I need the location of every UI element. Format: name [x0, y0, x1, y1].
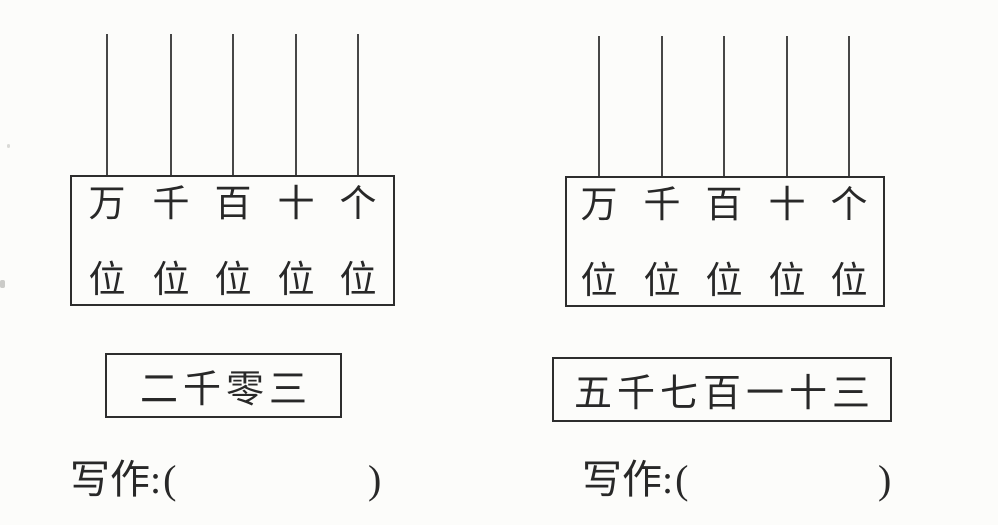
place-suffix-label: 位 [214, 260, 252, 301]
open-paren: :( [150, 457, 179, 502]
place-column: 个 位 [334, 177, 382, 304]
place-unit-label: 万 [580, 185, 618, 226]
close-paren: ) [878, 457, 892, 502]
place-column: 十 位 [763, 178, 811, 305]
number-words-box: 五千七百一十三 [552, 357, 892, 422]
place-unit-label: 百 [214, 184, 252, 225]
place-rod [723, 36, 725, 177]
place-suffix-label: 位 [152, 260, 190, 301]
place-suffix-label: 位 [768, 261, 806, 302]
place-rod [170, 34, 172, 177]
open-paren: :( [662, 457, 691, 502]
number-words: 五千七百一十三 [573, 373, 875, 415]
place-column: 万 位 [83, 177, 131, 304]
place-column: 万 位 [575, 178, 623, 305]
place-column: 千 位 [147, 177, 195, 304]
place-value-box: 万 位 千 位 百 位 十 位 个 位 [70, 175, 395, 306]
place-column: 百 位 [209, 177, 257, 304]
place-unit-label: 百 [705, 185, 743, 226]
number-words: 二千零三 [139, 369, 312, 411]
place-rod [786, 36, 788, 177]
place-rod [357, 34, 359, 177]
place-value-box: 万 位 千 位 百 位 十 位 个 位 [565, 176, 885, 307]
place-suffix-label: 位 [830, 261, 868, 302]
place-rod [106, 34, 108, 177]
place-suffix-label: 位 [339, 260, 377, 301]
place-rod [295, 34, 297, 177]
place-column: 百 位 [700, 178, 748, 305]
number-words-box: 二千零三 [105, 353, 342, 418]
place-unit-label: 十 [768, 185, 806, 226]
place-suffix-label: 位 [277, 260, 315, 301]
write-as-prompt: 写作:( [582, 457, 690, 503]
place-rod [661, 36, 663, 177]
place-suffix-label: 位 [643, 261, 681, 302]
write-as-prompt: 写作:( [70, 457, 178, 503]
write-as-label: 写作 [582, 457, 662, 502]
place-suffix-label: 位 [580, 261, 618, 302]
place-rod [848, 36, 850, 177]
place-unit-label: 千 [643, 185, 681, 226]
place-unit-label: 万 [88, 184, 126, 225]
write-as-label: 写作 [70, 457, 150, 502]
place-rod [598, 36, 600, 177]
place-column: 十 位 [272, 177, 320, 304]
place-unit-label: 个 [830, 185, 868, 226]
scan-speck [0, 280, 5, 288]
place-suffix-label: 位 [705, 261, 743, 302]
place-suffix-label: 位 [88, 260, 126, 301]
place-column: 千 位 [638, 178, 686, 305]
place-column: 个 位 [825, 178, 873, 305]
place-unit-label: 千 [152, 184, 190, 225]
close-paren: ) [368, 457, 382, 502]
place-unit-label: 个 [339, 184, 377, 225]
place-unit-label: 十 [277, 184, 315, 225]
scan-speck [7, 144, 10, 148]
place-rod [232, 34, 234, 177]
